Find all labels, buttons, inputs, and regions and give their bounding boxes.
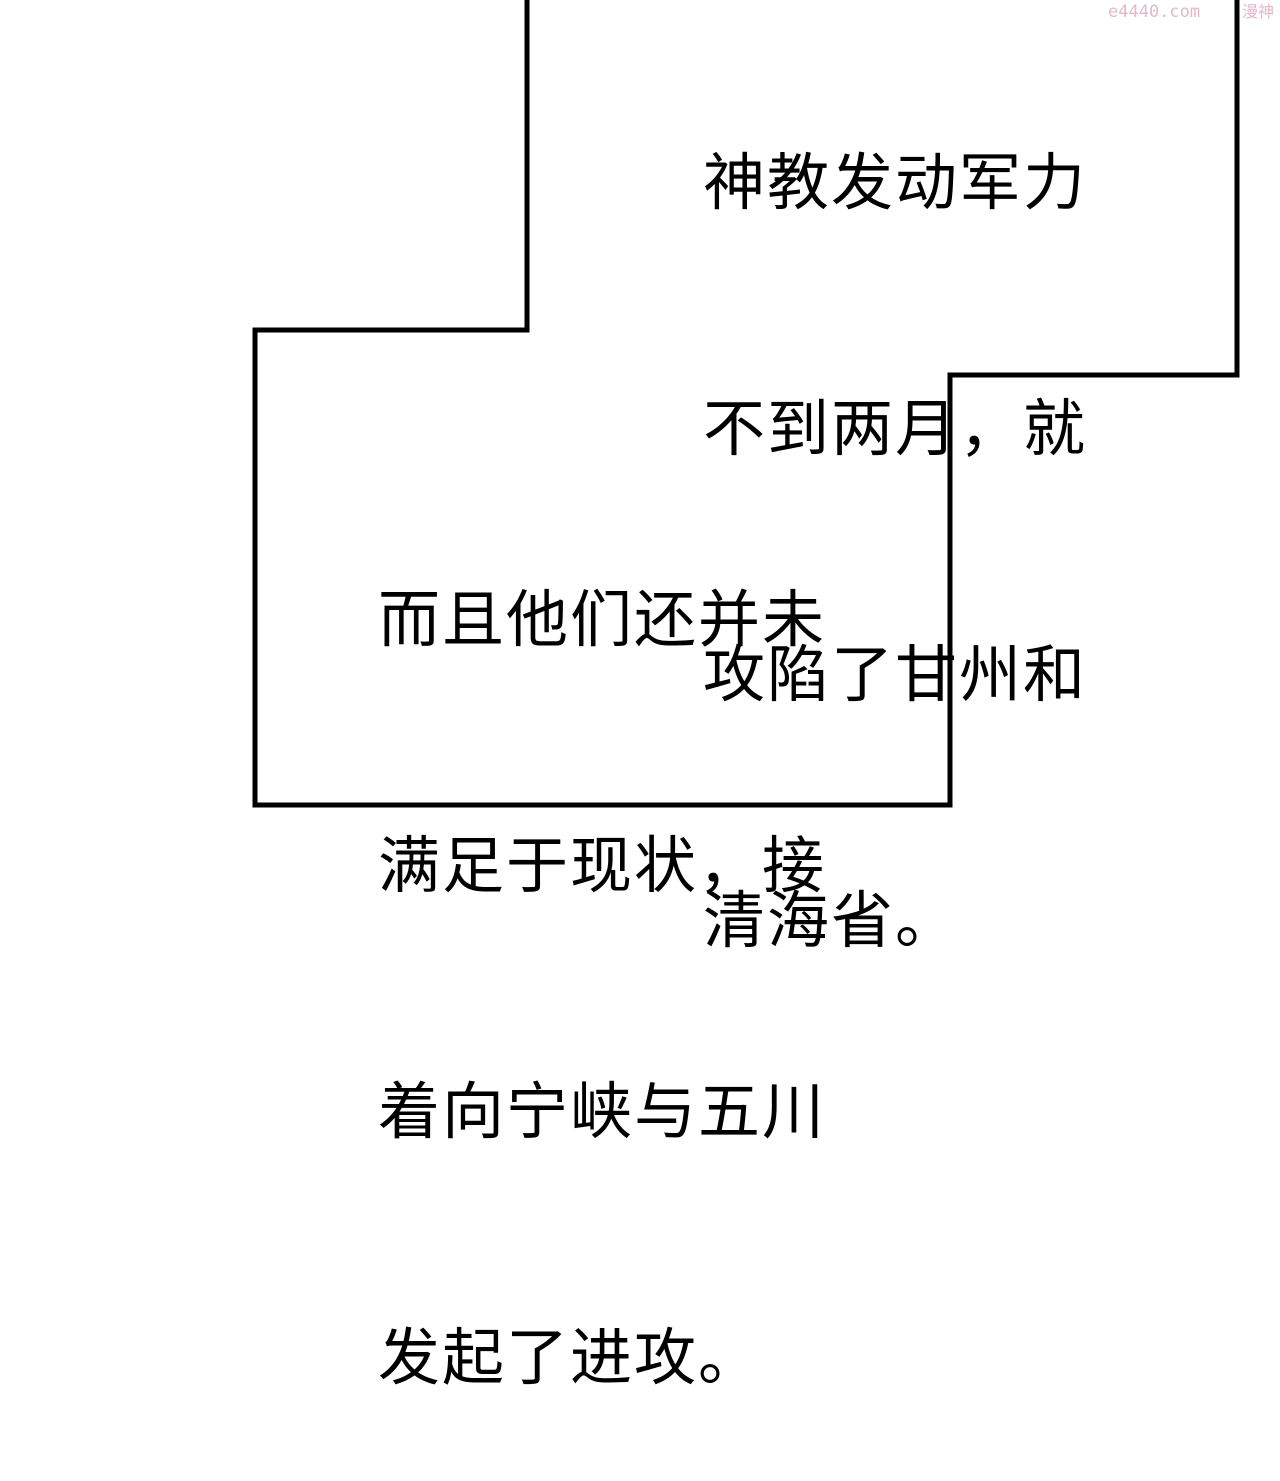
caption-line: 神教发动军力	[703, 146, 1088, 219]
caption-line: 满足于现状，接	[378, 829, 827, 902]
top-caption: 神教发动军力 不到两月，就 攻陷了甘州和 清海省。	[703, 0, 1087, 1044]
watermark-site: e4440.com	[1108, 2, 1201, 22]
bottom-caption: 而且他们还并未 满足于现状，接 着向宁峡与五川 发起了进攻。	[378, 415, 826, 1481]
caption-line: 不到两月，就	[703, 392, 1088, 465]
caption-line: 发起了进攻。	[378, 1321, 763, 1394]
caption-line: 攻陷了甘州和	[703, 638, 1088, 711]
caption-line: 而且他们还并未	[378, 583, 827, 656]
caption-line: 着向宁峡与五川	[378, 1075, 827, 1148]
speech-box-outline	[252, 0, 1240, 808]
watermark-brand: 漫神	[1242, 2, 1275, 21]
caption-line: 清海省。	[703, 884, 960, 957]
